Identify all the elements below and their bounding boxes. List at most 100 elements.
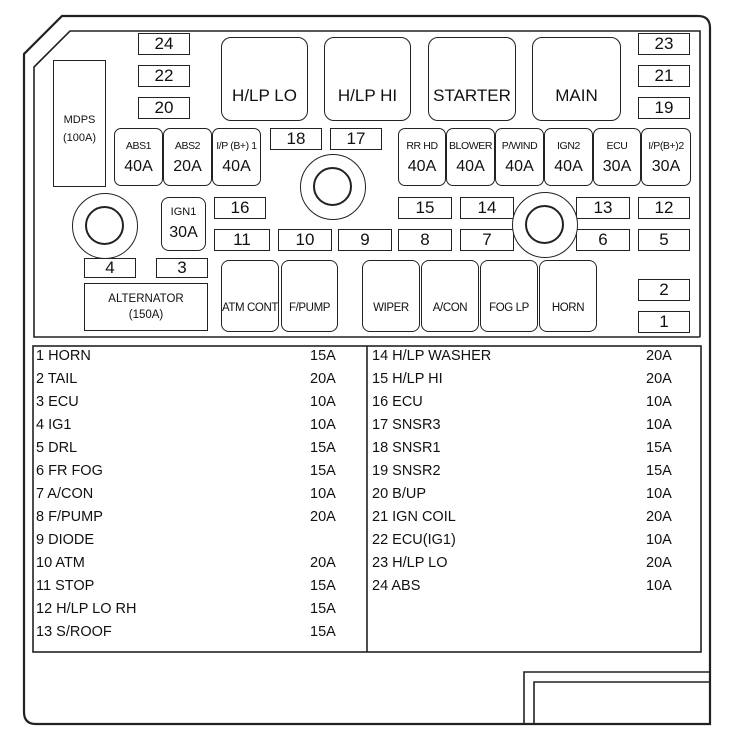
fuse-slot-1: 1 bbox=[638, 311, 690, 333]
ign1-rating: 30A bbox=[169, 224, 198, 241]
fusible-link-label: IGN2 bbox=[557, 140, 580, 152]
legend-fuse-rating: 15A bbox=[310, 463, 336, 479]
fusible-link-ip-b1: I/P (B+) 1 40A bbox=[212, 128, 261, 186]
alternator-fusible-link: ALTERNATOR (150A) bbox=[84, 283, 208, 331]
fuse-slot-22: 22 bbox=[138, 65, 190, 87]
fusible-link-rating: 40A bbox=[124, 158, 153, 175]
bolt-head bbox=[525, 205, 564, 244]
relay-hlp-hi: H/LP HI bbox=[324, 37, 411, 121]
fusible-link-rr-hd: RR HD 40A bbox=[398, 128, 446, 186]
fuse-slot-24: 24 bbox=[138, 33, 190, 55]
legend-fuse-name: 24 ABS bbox=[372, 578, 421, 594]
fuse-panel-border bbox=[33, 30, 701, 338]
fusible-link-label: I/P (B+) 1 bbox=[216, 140, 257, 152]
fusible-link-rating: 40A bbox=[456, 158, 485, 175]
fuse-slot-13: 13 bbox=[576, 197, 630, 219]
bolt-terminal-right bbox=[512, 192, 578, 258]
legend-row: 16 ECU 10A bbox=[372, 394, 698, 416]
housing-corner-tab bbox=[523, 671, 710, 724]
fusible-link-abs1: ABS1 40A bbox=[114, 128, 163, 186]
fusible-link-label: ECU bbox=[606, 140, 628, 152]
fuse-slot-21: 21 bbox=[638, 65, 690, 87]
fuse-slot-19: 19 bbox=[638, 97, 690, 119]
mdps-rating: (100A) bbox=[62, 132, 97, 144]
relay-fog-lp: FOG LP bbox=[480, 260, 538, 332]
legend-fuse-rating: 15A bbox=[310, 624, 336, 640]
fusible-link-label: P/WIND bbox=[501, 140, 538, 152]
fuse-slot-5: 5 bbox=[638, 229, 690, 251]
legend-fuse-rating: 20A bbox=[646, 371, 672, 387]
fuse-slot-6: 6 bbox=[576, 229, 630, 251]
bolt-head bbox=[313, 167, 352, 206]
alternator-label: ALTERNATOR bbox=[108, 293, 184, 305]
fuse-ign1: IGN1 30A bbox=[161, 197, 206, 251]
legend-fuse-rating: 10A bbox=[310, 417, 336, 433]
fuse-slot-2: 2 bbox=[638, 279, 690, 301]
fusible-link-rating: 30A bbox=[602, 158, 632, 175]
legend-fuse-rating: 10A bbox=[646, 532, 672, 548]
fusible-link-label: ABS2 bbox=[174, 140, 201, 152]
mdps-label: MDPS bbox=[63, 114, 96, 126]
legend-fuse-name: 1 HORN bbox=[36, 348, 91, 364]
relay-hlp-lo: H/LP LO bbox=[221, 37, 308, 121]
fuse-slot-4: 4 bbox=[84, 258, 136, 278]
fusible-link-rating: 40A bbox=[554, 158, 583, 175]
fuse-slot-15: 15 bbox=[398, 197, 452, 219]
legend-fuse-name: 11 STOP bbox=[36, 578, 95, 594]
legend-fuse-name: 19 SNSR2 bbox=[372, 463, 441, 479]
legend-fuse-rating: 10A bbox=[646, 486, 672, 502]
legend-fuse-rating: 15A bbox=[310, 348, 336, 364]
legend-row: 20 B/UP 10A bbox=[372, 486, 698, 508]
fuse-slot-7: 7 bbox=[460, 229, 514, 251]
fusible-link-rating: 40A bbox=[505, 158, 534, 175]
legend-fuse-rating: 10A bbox=[646, 394, 672, 410]
legend-fuse-rating: 15A bbox=[646, 463, 672, 479]
bolt-terminal-left bbox=[72, 193, 138, 259]
legend-fuse-rating: 20A bbox=[310, 555, 336, 571]
fusible-link-blower: BLOWER 40A bbox=[446, 128, 495, 186]
legend-fuse-name: 3 ECU bbox=[36, 394, 79, 410]
fuse-slot-9: 9 bbox=[338, 229, 392, 251]
legend-fuse-rating: 20A bbox=[310, 509, 336, 525]
fuse-slot-12: 12 bbox=[638, 197, 690, 219]
legend-fuse-name: 20 B/UP bbox=[372, 486, 426, 502]
relay-main: MAIN bbox=[532, 37, 621, 121]
fuse-slot-11: 11 bbox=[214, 229, 270, 251]
legend-fuse-name: 7 A/CON bbox=[36, 486, 94, 502]
fuse-slot-3: 3 bbox=[156, 258, 208, 278]
legend-row: 3 ECU 10A bbox=[36, 394, 364, 416]
legend-row: 21 IGN COIL 20A bbox=[372, 509, 698, 531]
fuse-slot-14: 14 bbox=[460, 197, 514, 219]
fusible-link-pwind: P/WIND 40A bbox=[495, 128, 544, 186]
fusible-link-label: RR HD bbox=[406, 140, 438, 152]
fusible-link-rating: 30A bbox=[651, 158, 681, 175]
legend-row: 2 TAIL 20A bbox=[36, 371, 364, 393]
legend-fuse-name: 21 IGN COIL bbox=[372, 509, 456, 525]
legend-fuse-rating: 20A bbox=[310, 371, 336, 387]
legend-fuse-rating: 10A bbox=[646, 417, 672, 433]
legend-fuse-rating: 10A bbox=[310, 394, 336, 410]
legend-row: 9 DIODE bbox=[36, 532, 364, 554]
legend-fuse-rating: 15A bbox=[646, 440, 672, 456]
fuse-slot-17: 17 bbox=[330, 128, 382, 150]
legend-fuse-name: 16 ECU bbox=[372, 394, 423, 410]
legend-fuse-rating: 20A bbox=[646, 509, 672, 525]
ign1-label: IGN1 bbox=[170, 206, 197, 218]
legend-fuse-name: 2 TAIL bbox=[36, 371, 78, 387]
relay-horn: HORN bbox=[539, 260, 597, 332]
relay-fpump: F/PUMP bbox=[281, 260, 338, 332]
legend-row: 1 HORN 15A bbox=[36, 348, 364, 370]
